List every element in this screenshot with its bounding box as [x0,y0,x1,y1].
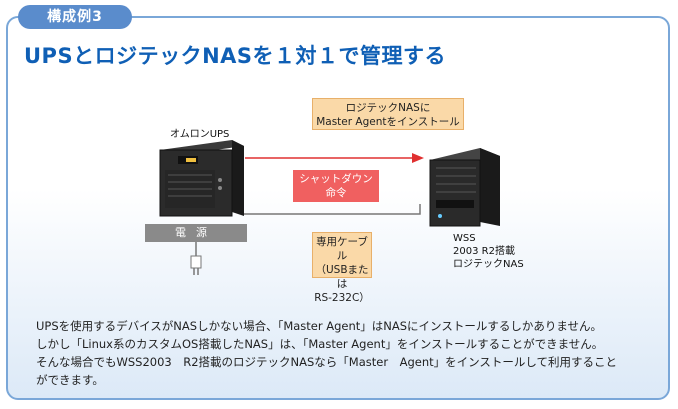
power-plug-icon [190,255,202,275]
ups-device-icon [159,140,244,217]
page-title: UPSとロジテックNASを１対１で管理する [24,44,447,68]
diagram-frame [6,16,670,400]
description-text: UPSを使用するデバイスがNASしかない場合、「Master Agent」はNA… [36,317,656,389]
cable-callout: 専用ケーブル （USBまたは RS-232C） [312,232,372,304]
nas-label-line: ロジテックNAS [453,259,524,270]
cable-line [244,204,421,215]
description-line: そんな場合でもWSS2003 R2搭載のロジテックNASなら「Master Ag… [36,355,618,369]
arrow-head-icon [412,153,424,163]
description-line: UPSを使用するデバイスがNASしかない場合、「Master Agent」はNA… [36,319,602,333]
description-line: しかし「Linux系のカスタムOS搭載したNAS」は、「Master Agent… [36,337,604,351]
ups-label: オムロンUPS [170,129,230,140]
nas-device-icon [429,148,500,227]
description-line: ができます。 [36,373,104,387]
callout-line: ロジテックNASに [345,102,431,114]
nas-label-line: WSS [453,233,476,244]
shutdown-command-label: シャットダウン 命令 [293,170,379,202]
nas-label: WSS 2003 R2搭載 ロジテックNAS [453,232,524,271]
example-tab: 構成例3 [18,5,132,29]
agent-install-callout: ロジテックNASに Master Agentをインストール [312,98,464,130]
cable-line-text: 専用ケーブル [316,236,368,262]
cable-line-text: （USBまたは [315,264,369,290]
nas-label-line: 2003 R2搭載 [453,246,515,257]
shutdown-line: 命令 [325,187,347,199]
shutdown-line: シャットダウン [299,173,373,185]
callout-line: Master Agentをインストール [316,116,460,128]
power-label: 電源 [145,224,247,242]
cable-line-text: RS-232C） [314,292,370,304]
